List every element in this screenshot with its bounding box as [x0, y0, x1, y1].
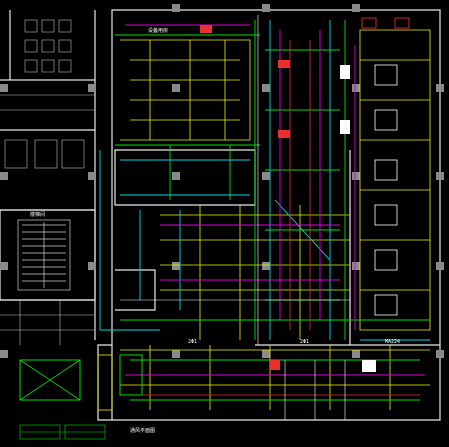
dim-label-3: MA224: [385, 339, 400, 345]
sheet-note: 通风平面图: [130, 427, 155, 434]
ducts-magenta: [125, 24, 425, 376]
title-block: [19, 424, 106, 440]
equipment-units: [19, 17, 410, 411]
ducts-white: [120, 15, 350, 420]
dim-label-2: 2Φ1: [300, 339, 309, 345]
room-label-stair: 楼梯间: [30, 211, 45, 218]
stair-block: [17, 219, 71, 291]
ducts-red: [135, 40, 420, 396]
ducts-cyan: [99, 20, 430, 341]
dim-label-1: 2Φ1: [188, 339, 197, 345]
room-label-top: 设备用房: [148, 27, 168, 34]
ducts-green: [115, 20, 430, 401]
structural-columns: [0, 4, 444, 358]
left-rooms: [0, 19, 95, 345]
